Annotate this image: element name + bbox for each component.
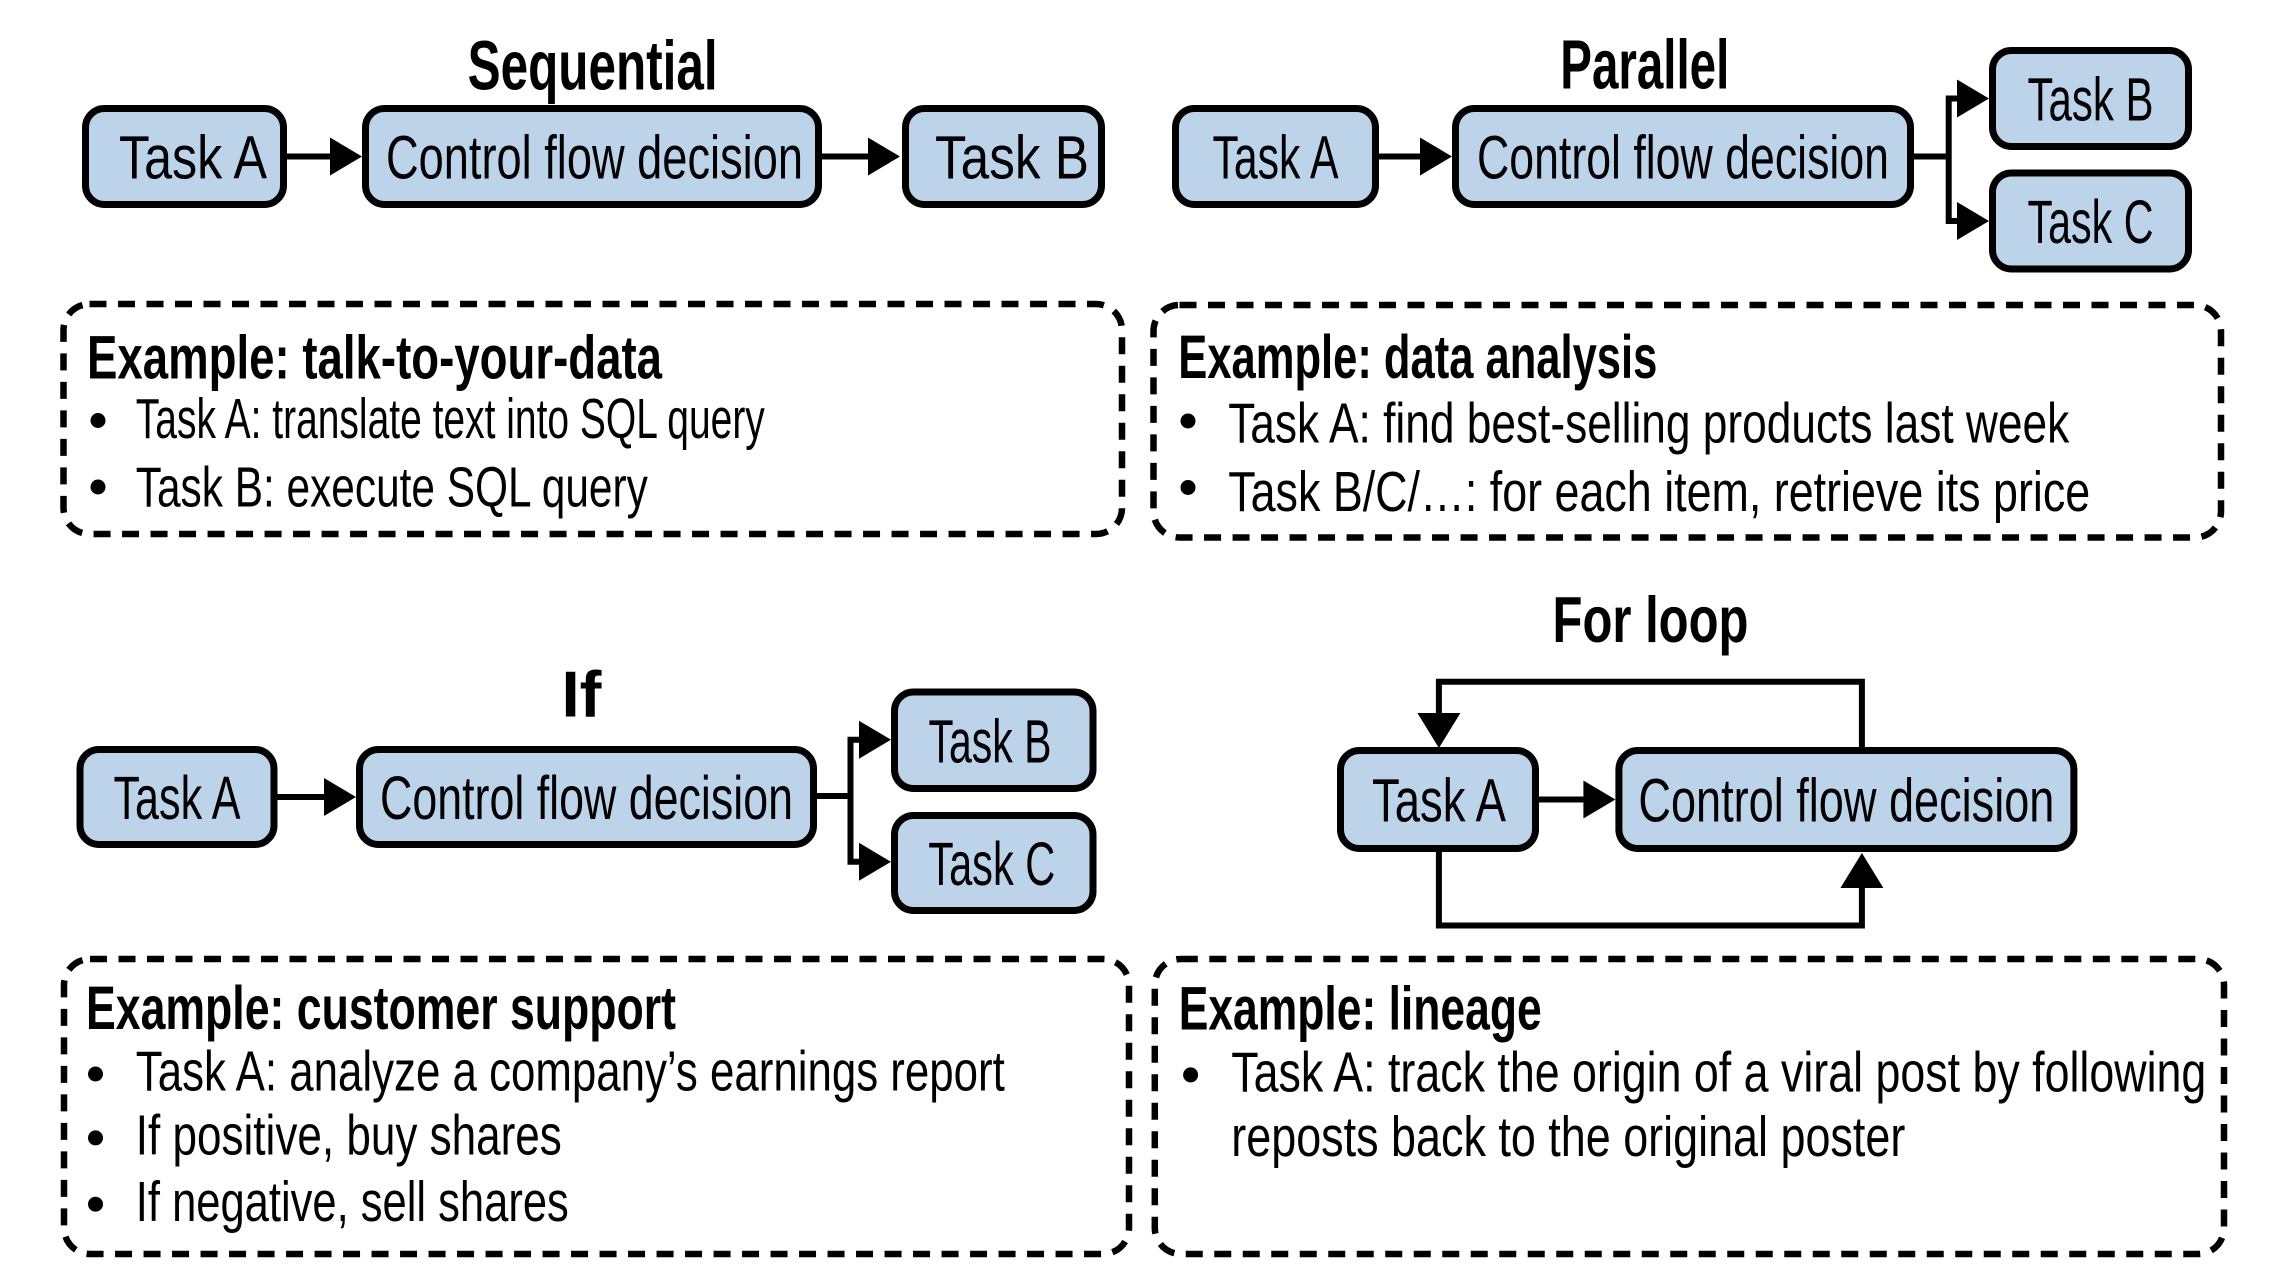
svg-text:Task C: Task C	[928, 830, 1055, 898]
svg-text:Task A: Task A	[1372, 767, 1506, 835]
svg-text:Task A: track the origin of a: Task A: track the origin of a viral post…	[1231, 1041, 2206, 1105]
svg-text:Task A: analyze a company’s ea: Task A: analyze a company’s earnings rep…	[136, 1040, 1005, 1104]
svg-text:reposts back to the original p: reposts back to the original poster	[1231, 1105, 1905, 1169]
svg-text:Task C: Task C	[2028, 188, 2154, 256]
svg-text:For loop: For loop	[1553, 583, 1749, 656]
svg-text:Task B: execute SQL query: Task B: execute SQL query	[136, 456, 648, 520]
svg-text:Task B: Task B	[2028, 66, 2154, 134]
svg-text:Task A: Task A	[119, 124, 267, 192]
svg-text:Example: lineage: Example: lineage	[1179, 975, 1542, 1043]
svg-text:Task B/C/…: for each item, ret: Task B/C/…: for each item, retrieve its …	[1228, 460, 2090, 524]
svg-text:If positive, buy shares: If positive, buy shares	[136, 1104, 562, 1168]
svg-text:Task A: find best-selling prod: Task A: find best-selling products last …	[1228, 391, 2069, 455]
svg-text:Parallel: Parallel	[1560, 25, 1729, 103]
svg-text:Task A: Task A	[114, 764, 241, 832]
svg-text:Sequential: Sequential	[468, 27, 718, 105]
svg-text:Control flow decision: Control flow decision	[380, 764, 793, 832]
svg-text:Control flow decision: Control flow decision	[386, 124, 803, 192]
svg-text:Control flow decision: Control flow decision	[1638, 767, 2054, 835]
svg-text:Task B: Task B	[935, 124, 1089, 192]
svg-text:Task A: Task A	[1213, 124, 1339, 192]
svg-text:Control flow decision: Control flow decision	[1477, 124, 1889, 192]
svg-text:Example: data analysis: Example: data analysis	[1178, 323, 1657, 391]
svg-text:Example: talk-to-your-data: Example: talk-to-your-data	[87, 324, 663, 392]
svg-text:If negative, sell shares: If negative, sell shares	[136, 1170, 569, 1234]
svg-text:Task B: Task B	[929, 707, 1052, 775]
svg-text:Example: customer support: Example: customer support	[86, 974, 676, 1042]
svg-text:If: If	[562, 657, 602, 730]
svg-text:Task A: translate text into SQ: Task A: translate text into SQL query	[136, 387, 765, 451]
